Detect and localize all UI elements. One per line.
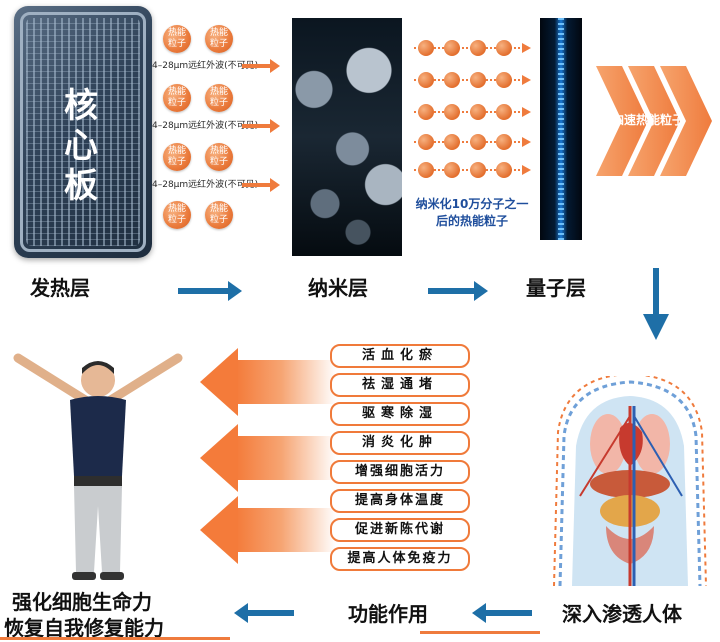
flow-arrow-right [178,281,242,301]
particle-stream [414,104,534,120]
function-item: 提高身体温度 [330,489,470,513]
person-arms-raised-image [13,353,183,580]
effect-arrow [200,496,336,564]
heat-particle: 热能粒子 [163,143,191,171]
function-item: 祛湿通堵 [330,373,470,397]
function-item: 驱寒除湿 [330,402,470,426]
wave-arrow [242,59,280,73]
particle-stream [414,40,534,56]
effect-arrow [200,424,336,492]
flow-arrow-right [428,281,488,301]
heat-particle: 热能粒子 [163,25,191,53]
function-item: 消炎化肿 [330,431,470,455]
nano-caption-line-2: 后的热能粒子 [435,214,508,228]
human-body-anatomy-image [553,376,707,586]
outcome-underline [0,637,230,640]
nano-sphere-image [292,18,402,256]
flow-arrow-left [234,603,294,623]
nano-caption-line-1: 纳米化10万分子之一 [415,197,529,211]
core-board-image [14,6,152,258]
function-item: 增强细胞活力 [330,460,470,484]
effect-arrow [200,348,336,416]
wave-arrow [242,178,280,192]
quantum-wave-image [540,18,582,240]
quantum-layer-label: 量子层 [526,276,586,300]
heat-particle: 热能粒子 [163,84,191,112]
heat-particle: 热能粒子 [205,84,233,112]
function-item: 促进新陈代谢 [330,518,470,542]
particle-stream [414,72,534,88]
penetration-label: 深入渗透人体 [562,602,682,626]
function-item: 提高人体免疫力 [330,547,470,571]
flow-arrow-down [643,268,669,340]
wave-arrow [242,119,280,133]
function-item: 活血化瘀 [330,344,470,368]
far-infrared-wave-label: 4–28μm远红外波(不可见) [152,61,259,71]
far-infrared-wave-label: 4–28μm远红外波(不可见) [152,180,259,190]
outcome-line-2: 恢复自我修复能力 [4,616,164,640]
core-char-3: 板 [64,166,98,206]
heat-particle: 热能粒子 [205,143,233,171]
core-char-1: 核 [64,86,98,126]
core-char-2: 心 [64,126,98,166]
core-board-label: 核 心 板 [36,86,126,206]
heat-particle: 热能粒子 [163,201,191,229]
accelerate-particle-label: 加速热能粒子 [612,113,685,127]
flow-arrow-left [472,603,532,623]
heating-layer-label: 发热层 [30,276,90,300]
outcome-line-1: 强化细胞生命力 [12,590,152,614]
far-infrared-wave-label: 4–28μm远红外波(不可见) [152,121,259,131]
nano-particle-caption: 纳米化10万分子之一 后的热能粒子 [402,196,542,230]
particle-stream [414,134,534,150]
nano-layer-label: 纳米层 [308,276,368,300]
function-role-label: 功能作用 [348,602,428,626]
particle-stream [414,162,534,178]
function-underline [420,631,540,634]
heat-particle: 热能粒子 [205,25,233,53]
heat-particle: 热能粒子 [205,201,233,229]
accelerate-chevron-icon [596,66,712,176]
